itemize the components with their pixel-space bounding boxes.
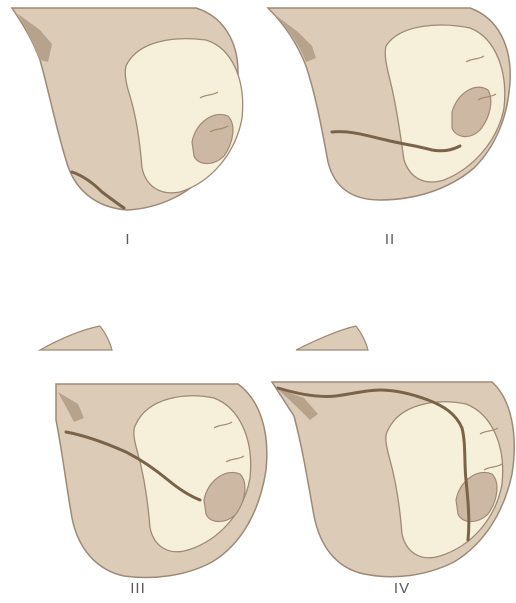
panel-1 xyxy=(12,8,243,210)
panel-label-3: III xyxy=(108,580,168,597)
panel-3-top-fragment xyxy=(40,326,112,350)
panel-2 xyxy=(268,8,510,200)
panel-label-4: IV xyxy=(372,580,432,597)
panel-4 xyxy=(272,326,514,577)
panel-label-1: I xyxy=(98,231,158,248)
panel-3 xyxy=(40,326,267,577)
panel-4-top-fragment xyxy=(296,326,368,350)
panel-label-2: II xyxy=(360,231,420,248)
